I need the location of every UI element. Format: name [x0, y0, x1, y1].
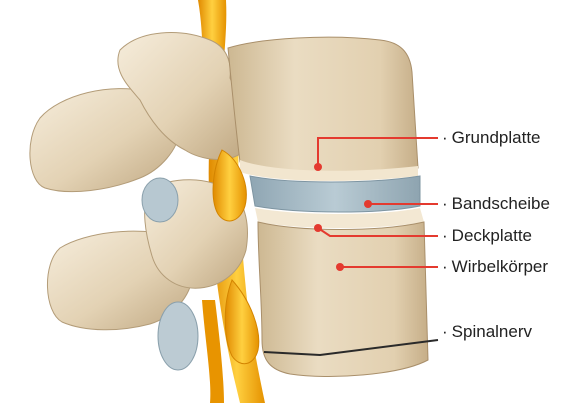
bullet: · [442, 322, 448, 341]
bullet: · [442, 226, 448, 245]
label-text: Wirbelkörper [452, 257, 548, 276]
label-deckplatte: ·Deckplatte [442, 226, 532, 246]
label-text: Spinalnerv [452, 322, 532, 341]
label-grundplatte: ·Grundplatte [442, 128, 541, 148]
label-text: Grundplatte [452, 128, 541, 147]
upper-vertebral-body [228, 37, 418, 181]
bullet: · [442, 128, 448, 147]
label-bandscheibe: ·Bandscheibe [442, 194, 550, 214]
lower-vertebral-body [255, 208, 428, 376]
bullet: · [442, 257, 448, 276]
label-text: Deckplatte [452, 226, 532, 245]
label-wirbelkoerper: ·Wirbelkörper [442, 257, 548, 277]
label-spinalnerv: ·Spinalnerv [442, 322, 532, 342]
bullet: · [442, 194, 448, 213]
label-text: Bandscheibe [452, 194, 550, 213]
intervertebral-disc [250, 176, 420, 212]
